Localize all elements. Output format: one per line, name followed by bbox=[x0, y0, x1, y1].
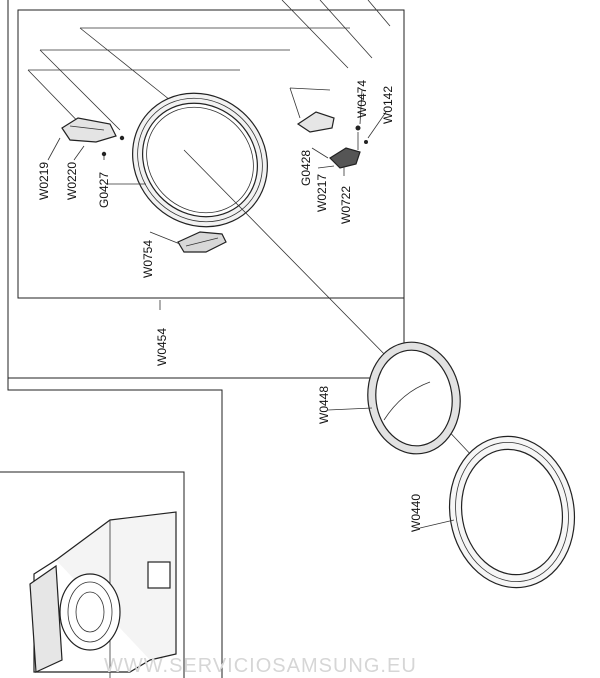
door-ring bbox=[448, 435, 576, 589]
door-handle-part bbox=[177, 231, 227, 253]
part-label-w0448: W0448 bbox=[317, 386, 331, 424]
part-labels: W0219 W0220 G0427 W0754 W0454 W0474 W014… bbox=[37, 80, 423, 532]
part-label-w0474: W0474 bbox=[355, 80, 369, 118]
part-label-w0722: W0722 bbox=[339, 186, 353, 224]
part-label-w0220: W0220 bbox=[65, 162, 79, 200]
washer-cabinet bbox=[29, 511, 177, 678]
part-label-w0454: W0454 bbox=[155, 328, 169, 366]
assembly-frame bbox=[0, 0, 405, 678]
latch-part bbox=[329, 125, 368, 169]
door-frame-ring bbox=[132, 92, 268, 228]
door-glass bbox=[367, 341, 461, 455]
label-leaders bbox=[47, 89, 455, 529]
part-label-w0217: W0217 bbox=[315, 174, 329, 212]
watermark-text: WWW.SERVICIOSAMSUNG.EU bbox=[104, 655, 417, 677]
top-leader-lines bbox=[27, 0, 391, 137]
part-label-g0428: G0428 bbox=[299, 150, 313, 186]
part-label-w0754: W0754 bbox=[141, 240, 155, 278]
part-label-w0440: W0440 bbox=[409, 494, 423, 532]
part-label-w0219: W0219 bbox=[37, 162, 51, 200]
lock-hook-part bbox=[296, 111, 335, 133]
part-label-w0142: W0142 bbox=[381, 86, 395, 124]
hinge-assembly bbox=[61, 117, 125, 160]
part-label-g0427: G0427 bbox=[97, 172, 111, 208]
